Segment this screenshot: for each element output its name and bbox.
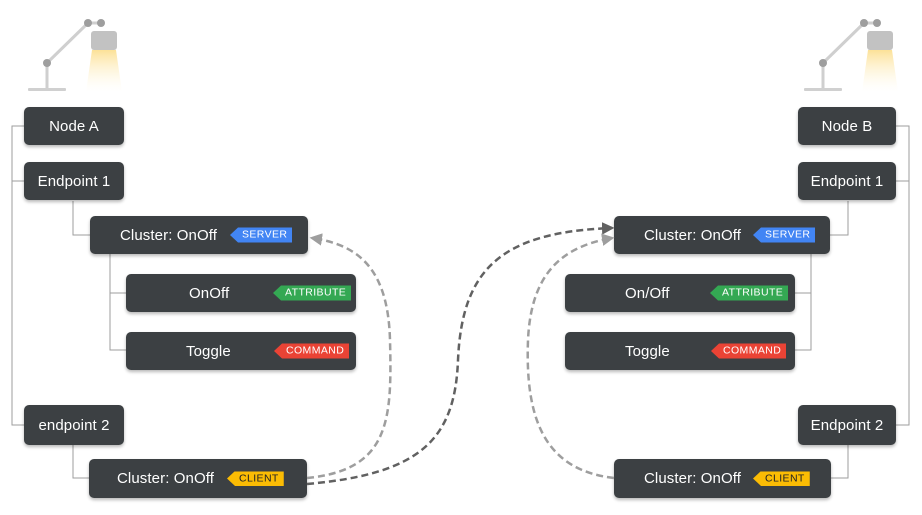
cluster-onoff-server-box: Cluster: OnOff SERVER bbox=[614, 216, 830, 254]
desk-lamp-icon bbox=[28, 19, 122, 92]
arrow-client-to-local-server bbox=[526, 233, 615, 480]
endpoint-label: Endpoint 2 bbox=[810, 416, 884, 434]
endpoint-label: Endpoint 1 bbox=[810, 172, 884, 190]
right-node-connector bbox=[896, 125, 910, 426]
cluster-label: Cluster: OnOff bbox=[120, 226, 217, 244]
cluster-onoff-client-box: Cluster: OnOff CLIENT bbox=[614, 459, 831, 498]
node-label: Node A bbox=[49, 117, 99, 135]
server-tag: SERVER bbox=[753, 227, 816, 243]
right-endpoint2-connector bbox=[831, 445, 849, 479]
attribute-label: OnOff bbox=[189, 284, 230, 302]
onoff-attribute-box: On/Off ATTRIBUTE bbox=[565, 274, 795, 312]
command-tag: COMMAND bbox=[274, 343, 350, 359]
endpoint-1-box: Endpoint 1 bbox=[798, 162, 896, 200]
left-endpoint2-connector bbox=[72, 445, 89, 479]
onoff-attribute-box: OnOff ATTRIBUTE bbox=[126, 274, 356, 312]
client-tag: CLIENT bbox=[753, 471, 810, 486]
cluster-label: Cluster: OnOff bbox=[644, 226, 741, 244]
arrow-client-to-local-server bbox=[306, 233, 392, 480]
desk-lamp-icon bbox=[804, 19, 898, 92]
node-label: Node B bbox=[821, 117, 873, 135]
left-cluster-children bbox=[109, 254, 126, 351]
attribute-label: On/Off bbox=[625, 284, 670, 302]
server-tag: SERVER bbox=[230, 227, 293, 243]
toggle-command-box: Toggle COMMAND bbox=[565, 332, 795, 370]
endpoint-label: Endpoint 1 bbox=[37, 172, 111, 190]
node-a-box: Node A bbox=[24, 107, 124, 145]
right-cluster-connector bbox=[830, 201, 849, 236]
attribute-tag: ATTRIBUTE bbox=[273, 285, 352, 301]
endpoint-1-box: Endpoint 1 bbox=[24, 162, 124, 200]
attribute-tag: ATTRIBUTE bbox=[710, 285, 789, 301]
endpoint-2-box: endpoint 2 bbox=[24, 405, 124, 445]
endpoint-label: endpoint 2 bbox=[38, 416, 110, 434]
endpoint-2-box: Endpoint 2 bbox=[798, 405, 896, 445]
arrow-client-to-remote-server bbox=[306, 222, 615, 486]
cluster-label: Cluster: OnOff bbox=[644, 470, 741, 487]
command-tag: COMMAND bbox=[711, 343, 787, 359]
toggle-command-box: Toggle COMMAND bbox=[126, 332, 356, 370]
cluster-onoff-client-box: Cluster: OnOff CLIENT bbox=[89, 459, 307, 498]
node-b-box: Node B bbox=[798, 107, 896, 145]
left-cluster-connector bbox=[72, 201, 90, 236]
command-label: Toggle bbox=[625, 342, 670, 360]
cluster-label: Cluster: OnOff bbox=[117, 470, 214, 487]
right-cluster-children bbox=[795, 254, 812, 351]
client-tag: CLIENT bbox=[227, 471, 284, 486]
command-label: Toggle bbox=[186, 342, 231, 360]
cluster-onoff-server-box: Cluster: OnOff SERVER bbox=[90, 216, 308, 254]
left-node-connector bbox=[11, 125, 24, 426]
